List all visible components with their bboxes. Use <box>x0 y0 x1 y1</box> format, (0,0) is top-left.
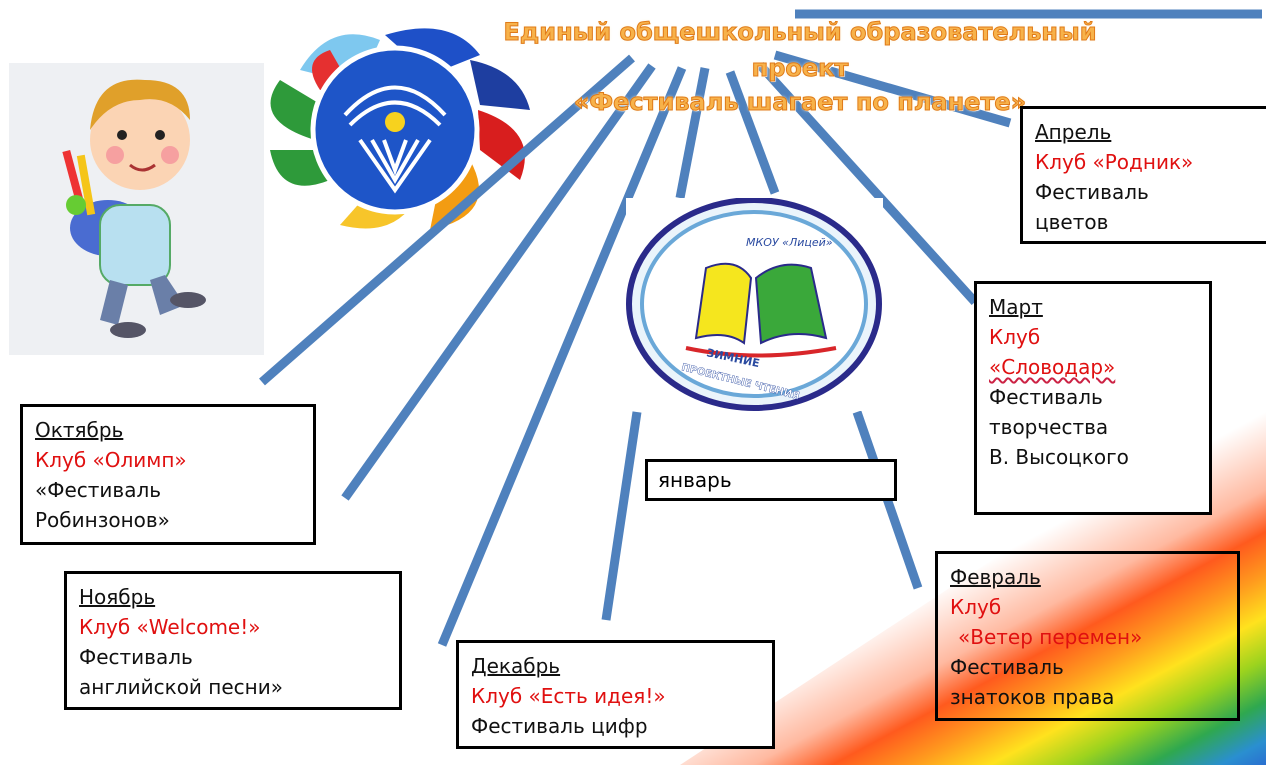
ray-to-october <box>259 54 635 386</box>
february-club: Клуб <box>950 595 1002 619</box>
march-month: Март <box>989 295 1043 319</box>
november-month: Ноябрь <box>79 585 156 609</box>
schoolboy-illustration <box>9 63 264 355</box>
emblem-arc-text: МКОУ «Лицей» <box>746 236 833 249</box>
february-line1: Фестиваль <box>950 655 1064 679</box>
project-title-line1: Единый общешкольный образовательный <box>503 18 1097 47</box>
december-box: Декабрь Клуб «Есть идея!» Фестиваль цифр <box>456 640 775 749</box>
march-box: Март Клуб «Словодар» Фестиваль творчеств… <box>974 281 1212 515</box>
february-box: Февраль Клуб «Ветер перемен» Фестиваль з… <box>935 551 1240 721</box>
october-line1: «Фестиваль <box>35 478 162 502</box>
october-line2: Робинзонов» <box>35 508 170 532</box>
november-line1: Фестиваль <box>79 645 193 669</box>
october-club: Клуб «Олимп» <box>35 448 187 472</box>
march-club-name: «Словодар» <box>989 355 1116 379</box>
ray-to-january <box>675 67 710 199</box>
april-line2: цветов <box>1035 210 1109 234</box>
ray-to-october-2 <box>341 63 656 501</box>
february-month: Февраль <box>950 565 1041 589</box>
november-box: Ноябрь Клуб «Welcome!» Фестиваль английс… <box>64 571 402 710</box>
october-month: Октябрь <box>35 418 124 442</box>
november-line2: английской песни» <box>79 675 283 699</box>
march-line3: В. Высоцкого <box>989 445 1129 469</box>
april-line1: Фестиваль <box>1035 180 1149 204</box>
november-club: Клуб «Welcome!» <box>79 615 261 639</box>
ray-to-emblem <box>725 70 780 195</box>
project-title-line2: проект <box>751 54 849 83</box>
ray-to-april <box>773 50 1012 128</box>
january-month: январь <box>658 468 732 492</box>
ray-to-november <box>437 66 687 647</box>
ray-to-march <box>756 61 979 306</box>
december-line1: Фестиваль цифр <box>471 714 648 738</box>
april-box: Апрель Клуб «Родник» Фестиваль цветов <box>1020 106 1266 244</box>
project-title-line3: «Фестиваль шагает по планете» <box>573 88 1027 117</box>
january-box: январь <box>645 459 897 501</box>
march-club: Клуб <box>989 325 1041 349</box>
october-box: Октябрь Клуб «Олимп» «Фестиваль Робинзон… <box>20 404 316 545</box>
december-club: Клуб «Есть идея!» <box>471 684 666 708</box>
april-month: Апрель <box>1035 120 1112 144</box>
march-line1: Фестиваль <box>989 385 1103 409</box>
lyceum-emblem: МКОУ «Лицей» ЗИМНИЕ ПРОЕКТНЫЕ ЧТЕНИЯ <box>626 198 883 411</box>
cis-emblem <box>270 28 530 230</box>
december-month: Декабрь <box>471 654 561 678</box>
february-club-name: «Ветер перемен» <box>958 625 1143 649</box>
march-line2: творчества <box>989 415 1109 439</box>
april-club: Клуб «Родник» <box>1035 150 1194 174</box>
ray-to-december <box>601 411 642 621</box>
february-line2: знатоков права <box>950 685 1115 709</box>
